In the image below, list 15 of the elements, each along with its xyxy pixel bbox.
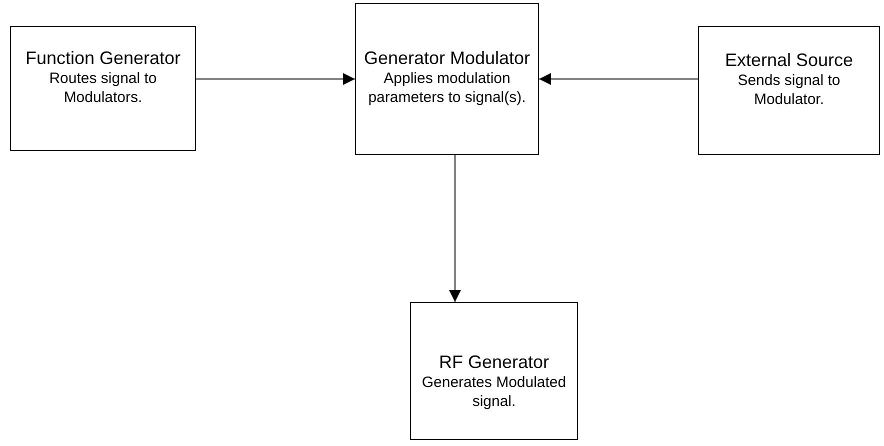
process-box — [698, 26, 880, 155]
node-description: Routes signal to Modulators. — [48, 69, 158, 107]
process-box — [410, 302, 578, 440]
node-title: Function Generator — [25, 48, 181, 69]
arrow — [196, 73, 356, 85]
arrow — [538, 73, 698, 85]
arrow — [449, 154, 461, 302]
node-title: Generator Modulator — [364, 48, 530, 68]
node-title: RF Generator — [438, 352, 550, 372]
process-box — [355, 3, 539, 155]
node-title: External Source — [724, 50, 854, 71]
node-description: Sends signal to Modulator. — [736, 71, 842, 109]
process-box — [10, 26, 196, 151]
node-description: Generates Modulated signal. — [420, 372, 568, 410]
node-description: Applies modulation parameters to signal(s). — [367, 68, 527, 106]
